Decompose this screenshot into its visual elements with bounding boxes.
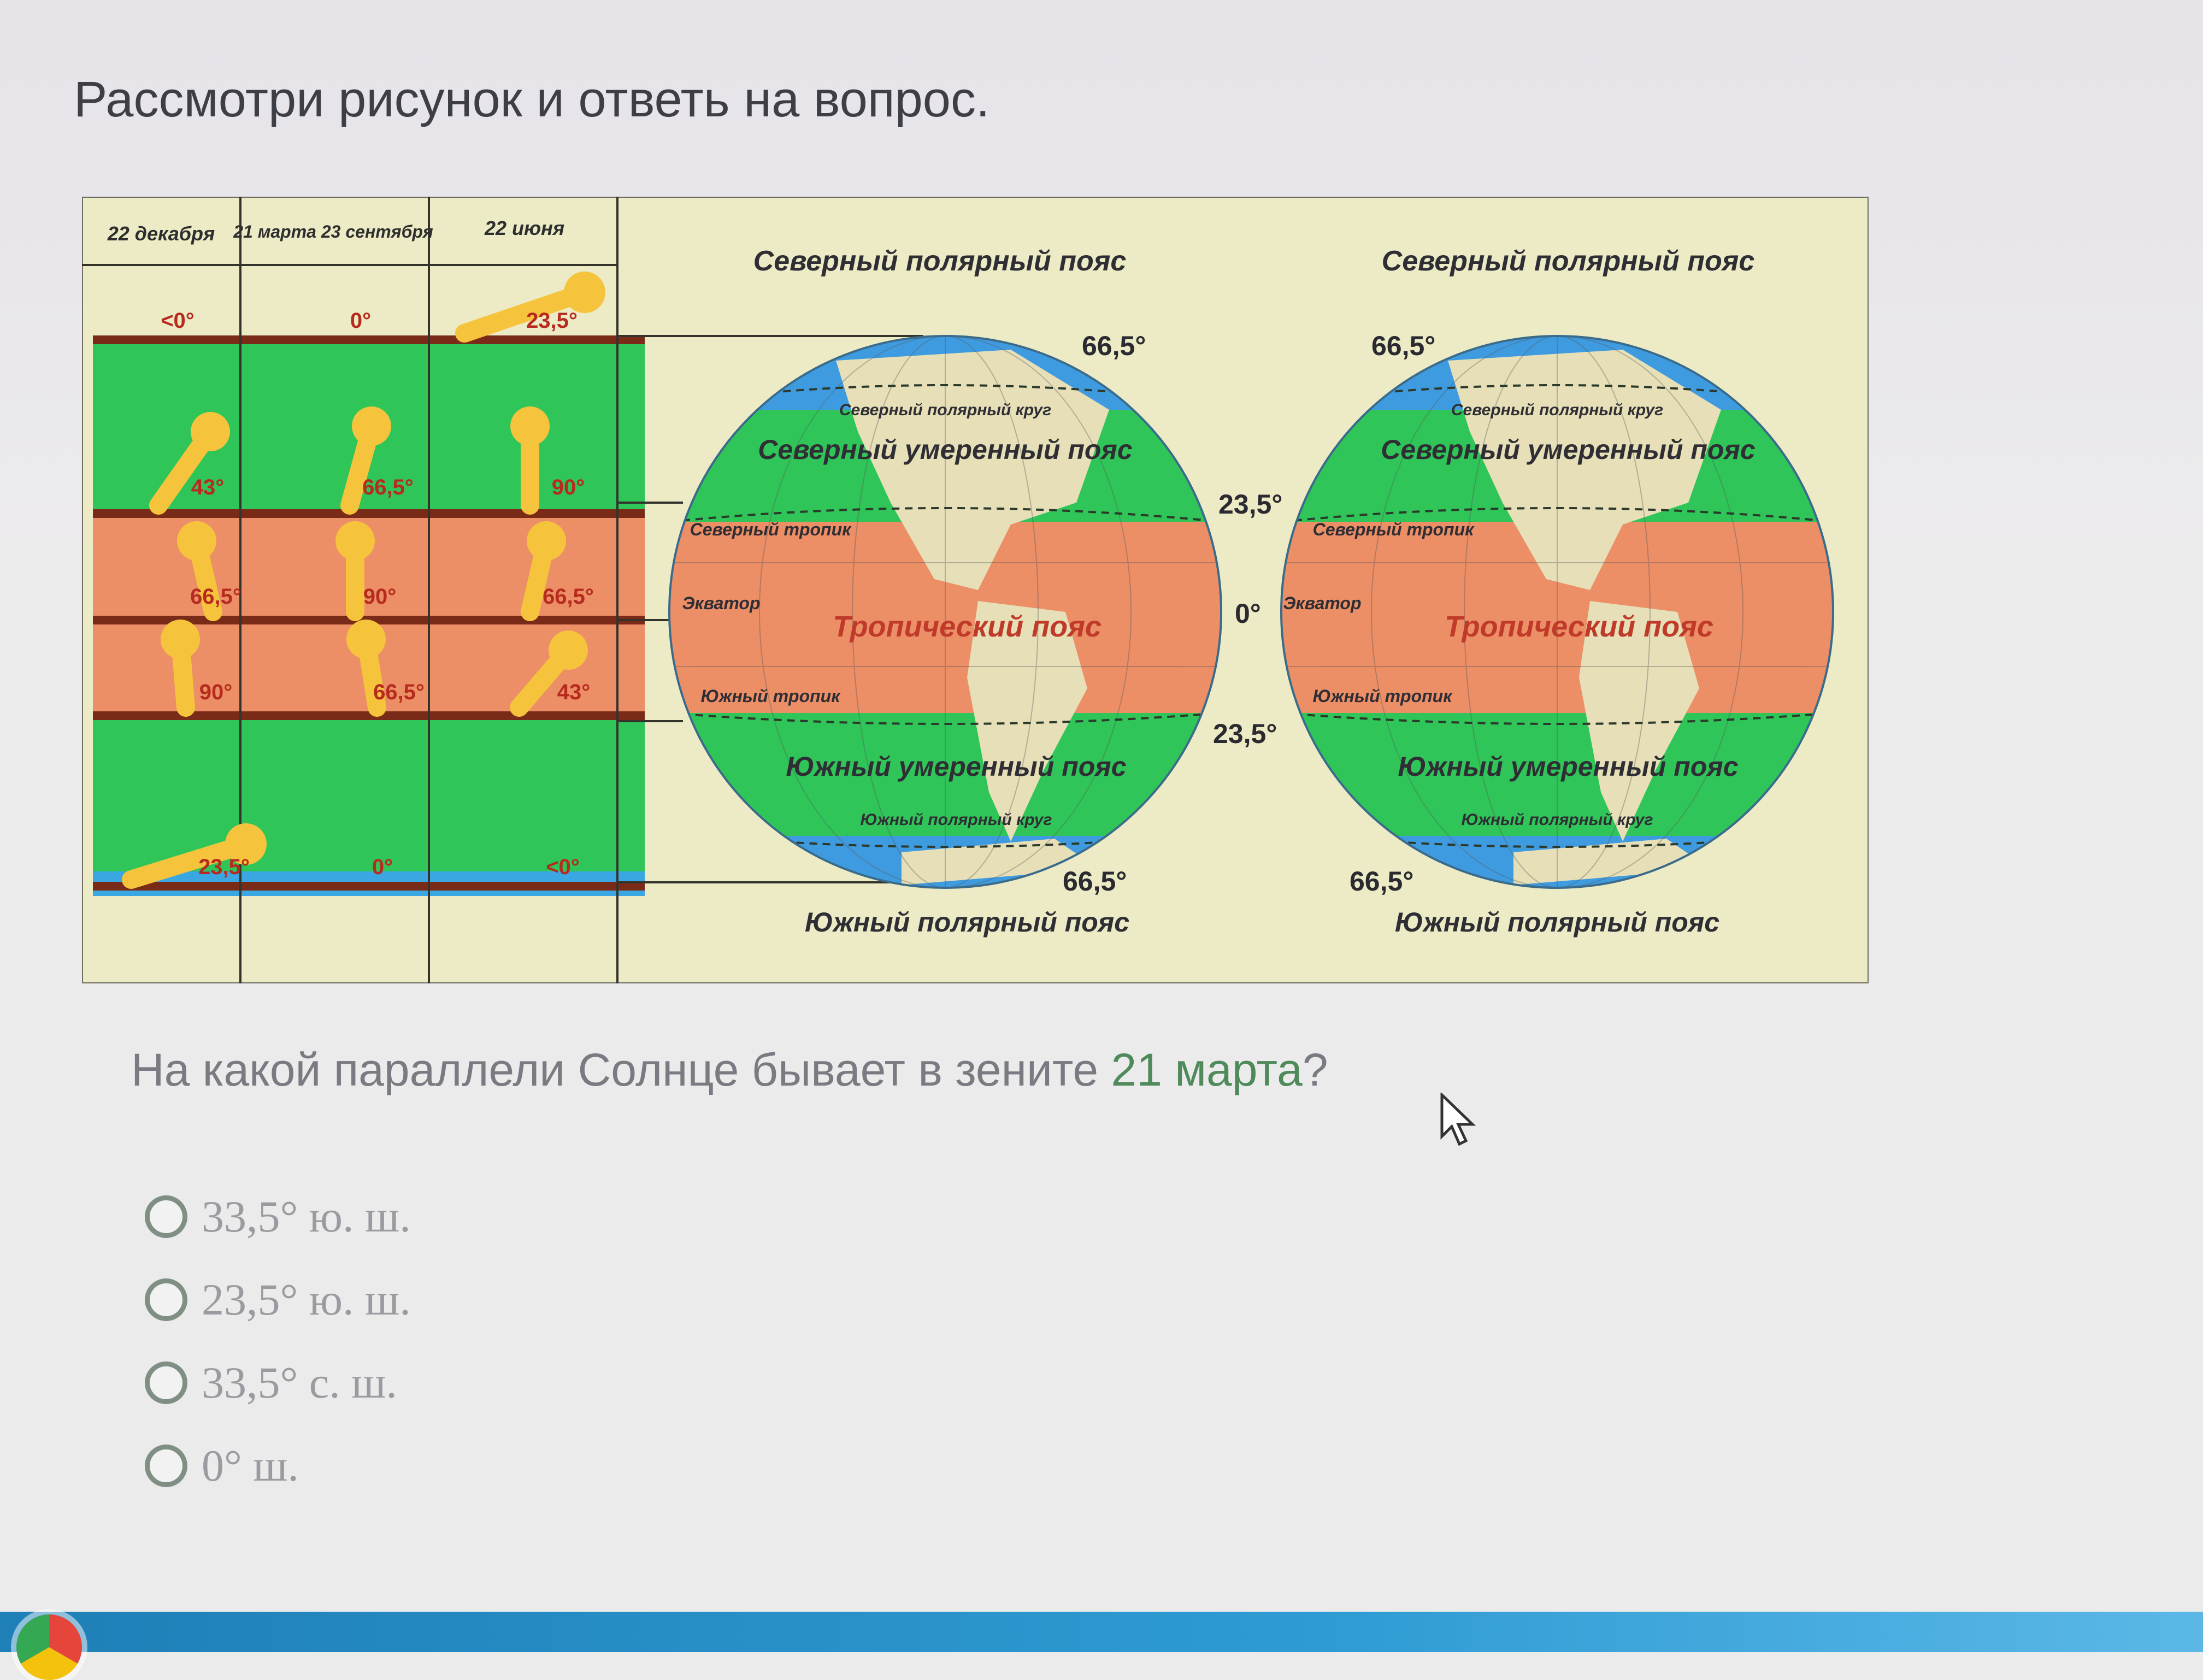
radio-button[interactable] [145,1361,187,1404]
angle-label: 90° [199,680,233,704]
angle-label: 23,5° [526,309,578,333]
radio-button[interactable] [145,1195,187,1238]
angle-label: <0° [161,309,195,333]
zone-label: Северный полярный круг [839,401,1051,419]
question-text-end: ? [1303,1044,1328,1095]
zone-label: Северный полярный пояс [753,245,1127,277]
angle-label: 66,5° [543,585,594,609]
answer-option-3[interactable]: 33,5° с. ш. [145,1357,397,1408]
question-text-main: На какой параллели Солнце бывает в зенит… [131,1044,1111,1095]
zone-label: Южный полярный пояс [1395,907,1719,938]
radio-button[interactable] [145,1278,187,1321]
latitude-label: 66,5° [1371,331,1435,361]
radio-button[interactable] [145,1445,187,1487]
column-header-mar: 21 марта 23 сентября [233,222,433,241]
angle-label: 66,5° [373,680,425,704]
task-prompt: Рассмотри рисунок и ответь на вопрос. [74,71,990,128]
zone-label: Экватор [1283,593,1361,613]
mouse-pointer-icon [1440,1093,1478,1147]
answer-option-4[interactable]: 0° ш. [145,1440,299,1492]
zone-label: Южный полярный круг [1462,811,1653,829]
answer-option-1[interactable]: 33,5° ю. ш. [145,1191,411,1242]
column-header-jun: 22 июня [484,217,564,239]
zone-label: Тропический пояс [1445,610,1713,643]
question-text: На какой параллели Солнце бывает в зенит… [131,1044,1328,1097]
answer-option-label: 23,5° ю. ш. [202,1274,411,1325]
latitude-label: 23,5° [1213,718,1277,749]
column-header-dec: 22 декабря [107,222,215,245]
angle-label: 23,5° [198,855,250,879]
zone-label: Северный умеренный пояс [1381,434,1756,465]
zone-label: Экватор [682,593,760,613]
angle-label: 66,5° [362,475,414,499]
zone-label: Южный полярный пояс [805,907,1129,938]
answer-option-label: 33,5° с. ш. [202,1357,397,1408]
latitude-label: 0° [1235,598,1261,629]
question-highlight: 21 марта [1111,1044,1303,1095]
angle-label: 0° [350,309,371,333]
sun-angle-table: 22 декабря 21 марта 23 сентября 22 июня … [82,197,645,983]
latitude-label: 23,5° [1218,489,1282,520]
browser-taskbar-icon[interactable] [16,1614,82,1680]
latitude-label: 66,5° [1063,866,1127,897]
angle-label: 66,5° [190,585,241,609]
zone-label: Северный полярный пояс [1382,245,1755,277]
zone-label: Южный полярный круг [861,811,1052,829]
angle-label: 43° [557,680,591,704]
zone-label: Южный умеренный пояс [1398,751,1738,782]
taskbar [0,1612,2203,1652]
zone-label: Северный тропик [690,520,852,539]
answer-option-2[interactable]: 23,5° ю. ш. [145,1274,411,1325]
angle-label: <0° [546,855,580,879]
latitude-label: 66,5° [1350,866,1413,897]
zone-label: Южный умеренный пояс [786,751,1126,782]
angle-label: 90° [552,475,585,499]
angle-label: 90° [363,585,397,609]
zone-label: Северный тропик [1313,520,1475,539]
zone-label: Тропический пояс [833,610,1102,643]
zone-label: Северный умеренный пояс [758,434,1133,465]
zone-label: Южный тропик [1313,686,1453,706]
climate-zones-figure: 22 декабря 21 марта 23 сентября 22 июня … [82,197,1869,983]
answer-option-label: 33,5° ю. ш. [202,1191,411,1242]
zone-label: Южный тропик [701,686,841,706]
latitude-label: 66,5° [1082,331,1146,361]
angle-label: 0° [372,855,393,879]
zone-label: Северный полярный круг [1451,401,1663,419]
answer-option-label: 0° ш. [202,1440,299,1492]
angle-label: 43° [191,475,225,499]
